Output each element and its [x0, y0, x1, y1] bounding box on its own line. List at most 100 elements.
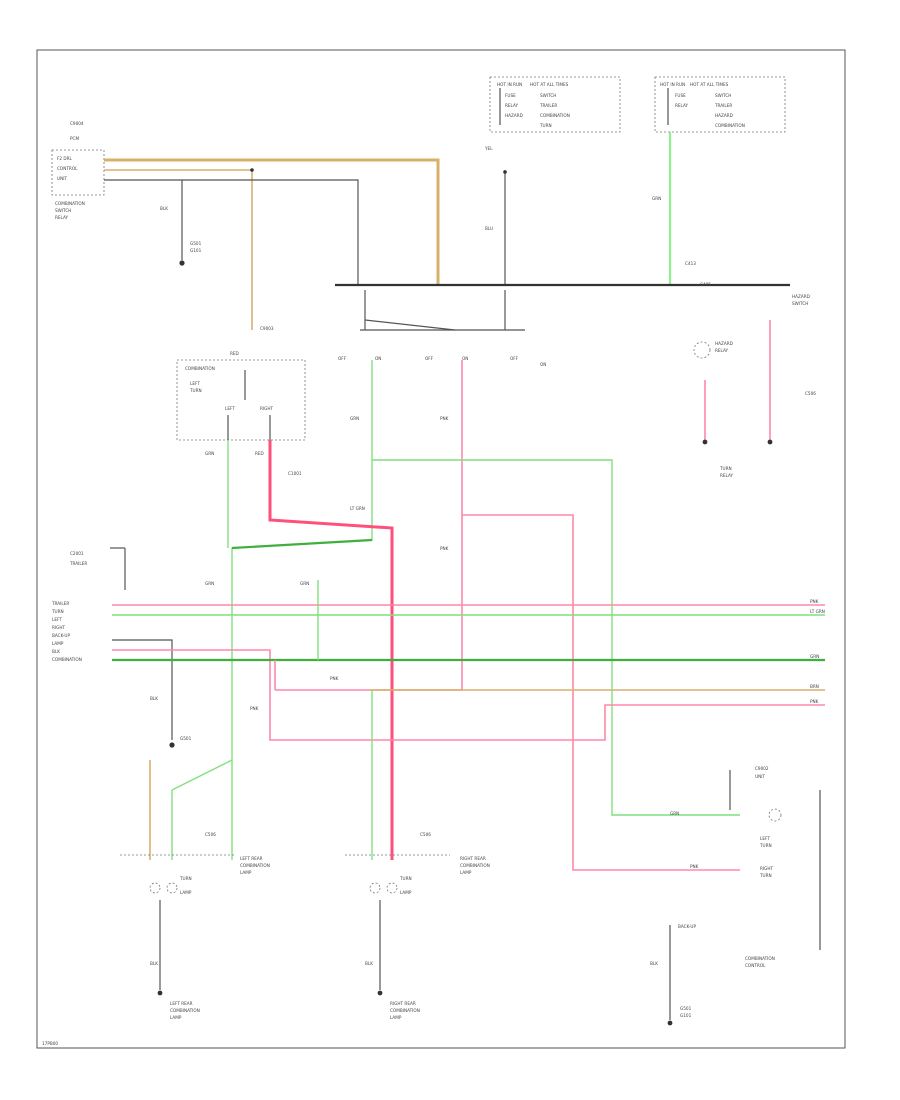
svg-text:G101: G101: [680, 1013, 692, 1018]
svg-text:RIGHT REAR: RIGHT REAR: [460, 856, 486, 861]
top-left-module: C9004 PCM F2 DRL CONTROL UNIT COMBINATIO…: [51, 121, 105, 220]
svg-text:SWITCH: SWITCH: [715, 93, 731, 98]
svg-text:C2001: C2001: [70, 551, 84, 556]
hazard-flasher: HAZARD RELAY TURN RELAY C506: [693, 320, 816, 478]
svg-text:RIGHT: RIGHT: [760, 866, 774, 871]
svg-text:CONTROL: CONTROL: [745, 963, 766, 968]
wire-green-sw1: [231, 360, 373, 860]
svg-text:GRN: GRN: [670, 811, 679, 816]
svg-text:G501: G501: [680, 1006, 692, 1011]
svg-text:HAZARD: HAZARD: [715, 341, 733, 346]
wire-green-sw3: [372, 459, 740, 816]
svg-text:BLK: BLK: [150, 696, 158, 701]
svg-text:COMBINATION: COMBINATION: [55, 201, 85, 206]
svg-text:TRAILER: TRAILER: [51, 601, 69, 606]
wire-tan-top: [104, 158, 440, 285]
ground-icon: [169, 742, 175, 748]
svg-text:BLK: BLK: [150, 961, 158, 966]
svg-text:C506: C506: [805, 391, 816, 396]
svg-text:ON: ON: [540, 362, 546, 367]
svg-text:TRAILER: TRAILER: [69, 561, 87, 566]
svg-text:RIGHT: RIGHT: [52, 625, 66, 630]
wire-red-combo: [268, 440, 394, 860]
svg-text:LEFT: LEFT: [190, 381, 200, 386]
svg-text:COMBINATION: COMBINATION: [240, 863, 270, 868]
svg-text:C9002: C9002: [755, 766, 769, 771]
svg-text:G501: G501: [190, 241, 202, 246]
svg-text:COMBINATION: COMBINATION: [460, 863, 490, 868]
svg-text:TURN: TURN: [539, 123, 552, 128]
svg-text:LAMP: LAMP: [400, 890, 412, 895]
svg-text:HAZARD: HAZARD: [792, 294, 810, 299]
svg-text:PNK: PNK: [440, 416, 449, 421]
svg-text:GRN: GRN: [300, 581, 309, 586]
svg-text:LAMP: LAMP: [180, 890, 192, 895]
svg-text:TURN: TURN: [759, 873, 772, 878]
svg-text:G101: G101: [190, 248, 202, 253]
svg-text:PCM: PCM: [70, 136, 79, 141]
svg-text:UNIT: UNIT: [755, 774, 765, 779]
svg-text:LEFT: LEFT: [52, 617, 62, 622]
trailer-connector: C2001 TRAILER TRAILER TURN LEFT RIGHT BA…: [51, 547, 126, 662]
svg-text:BLK: BLK: [52, 649, 60, 654]
hazard-switch-contacts: OFF ON OFF ON OFF ON: [338, 290, 546, 367]
svg-text:RELAY: RELAY: [675, 103, 689, 108]
svg-text:SWITCH: SWITCH: [792, 301, 808, 306]
svg-text:RIGHT REAR: RIGHT REAR: [390, 1001, 416, 1006]
wire-black-long: [112, 639, 173, 740]
svg-text:PNK: PNK: [440, 546, 449, 551]
svg-text:C413: C413: [685, 261, 696, 266]
wire-pink-long-2: [112, 649, 825, 741]
svg-text:TURN: TURN: [51, 609, 64, 614]
fuse-box-left: HOT IN RUN HOT AT ALL TIMES FUSE SWITCH …: [489, 76, 621, 133]
svg-text:BACK-UP: BACK-UP: [52, 633, 70, 638]
svg-text:LAMP: LAMP: [170, 1015, 182, 1020]
svg-text:BACK-UP: BACK-UP: [678, 924, 696, 929]
svg-text:HAZARD: HAZARD: [715, 113, 733, 118]
svg-text:OFF: OFF: [338, 356, 347, 361]
splice-dot: [503, 170, 507, 174]
svg-text:BLK: BLK: [650, 961, 658, 966]
svg-text:G501: G501: [180, 736, 192, 741]
svg-text:OFF: OFF: [425, 356, 434, 361]
svg-text:HOT AT ALL TIMES: HOT AT ALL TIMES: [530, 82, 569, 87]
splice-dot: [250, 168, 254, 172]
svg-text:SWITCH: SWITCH: [55, 208, 71, 213]
svg-text:COMBINATION: COMBINATION: [745, 956, 775, 961]
combination-switch: COMBINATION LEFT TURN LEFT RIGHT RED C90…: [176, 326, 306, 441]
svg-text:ON: ON: [375, 356, 381, 361]
ground-g101-icon: [179, 260, 185, 266]
svg-text:PNK: PNK: [330, 676, 339, 681]
wire-green-left-2: [171, 759, 233, 791]
svg-text:COMBINATION: COMBINATION: [170, 1008, 200, 1013]
svg-text:PNK: PNK: [250, 706, 259, 711]
svg-text:LEFT REAR: LEFT REAR: [240, 856, 263, 861]
svg-text:LT GRN: LT GRN: [810, 609, 825, 614]
svg-text:GRN: GRN: [652, 196, 661, 201]
svg-text:HOT IN RUN: HOT IN RUN: [497, 82, 522, 87]
svg-text:BLU: BLU: [485, 226, 493, 231]
svg-text:F2 DRL: F2 DRL: [57, 156, 73, 161]
svg-text:UNIT: UNIT: [57, 176, 67, 181]
svg-text:TURN: TURN: [189, 388, 202, 393]
svg-text:LAMP: LAMP: [52, 641, 64, 646]
svg-text:LT GRN: LT GRN: [350, 506, 365, 511]
svg-text:TURN: TURN: [399, 876, 412, 881]
svg-text:RELAY: RELAY: [505, 103, 519, 108]
svg-text:GRN: GRN: [350, 416, 359, 421]
svg-text:BRN: BRN: [810, 684, 819, 689]
instrument-cluster-indicators: C9002 UNIT LEFT TURN RIGHT TURN COMBINAT…: [650, 766, 821, 1026]
svg-text:COMBINATION: COMBINATION: [540, 113, 570, 118]
svg-text:C506: C506: [420, 832, 431, 837]
svg-text:BLK: BLK: [160, 206, 168, 211]
svg-text:HAZARD: HAZARD: [505, 113, 523, 118]
svg-text:PNK: PNK: [810, 599, 819, 604]
svg-text:BLK: BLK: [365, 961, 373, 966]
svg-text:RIGHT: RIGHT: [260, 406, 274, 411]
svg-text:HOT AT ALL TIMES: HOT AT ALL TIMES: [690, 82, 729, 87]
svg-text:LEFT: LEFT: [760, 836, 770, 841]
svg-text:HOT IN RUN: HOT IN RUN: [660, 82, 685, 87]
svg-text:TRAILER: TRAILER: [539, 103, 557, 108]
svg-text:C9004: C9004: [70, 121, 84, 126]
svg-text:YEL: YEL: [484, 146, 493, 151]
